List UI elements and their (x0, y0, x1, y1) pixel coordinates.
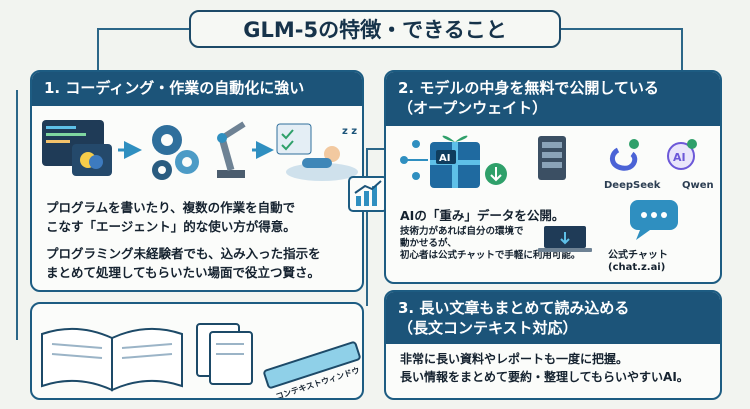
gift-box-icon: AI (430, 135, 480, 188)
feature-card-long-context: 3. 長い文章もまとめて読み込める （長文コンテキスト対応） 非常に長い資料やレ… (384, 290, 722, 400)
sub-line: 動かせるが、 (400, 238, 457, 249)
download-icon (485, 163, 507, 185)
card-heading-subtext: （長文コンテキスト対応） (398, 319, 578, 337)
description-line: まとめて処理してもらいたい場面で役立つ賢さ。 (46, 265, 321, 280)
laptop-icon (538, 226, 592, 252)
open-weight-sub-text: 技術力があれば自分の環境で 動かせるが、 初心者は公式チャットで手軽に利用可能。 (400, 226, 580, 262)
brand-deepseek: DeepSeek (604, 180, 661, 191)
connector-line (97, 28, 99, 70)
deepseek-logo-icon (610, 139, 639, 171)
card-heading: 3. 長い文章もまとめて読み込める （長文コンテキスト対応） (386, 292, 720, 344)
connector-line (681, 28, 683, 70)
card-heading-text: 2. モデルの中身を無料で公開している (398, 79, 659, 97)
description-line: プログラムを書いたり、複数の作業を自動で (46, 200, 296, 215)
connector-line (16, 90, 18, 340)
gift-ai-label: AI (439, 153, 450, 164)
card-heading-text: 1. コーディング・作業の自動化に強い (44, 79, 305, 97)
feature-card-open-weight: 2. モデルの中身を無料で公開している （オープンウェイト） AI (384, 70, 722, 284)
robot-arm-icon (217, 121, 246, 178)
ruler-icon (263, 341, 361, 389)
relaxing-person-icon: z z (286, 126, 358, 181)
card-description: 非常に長い資料やレポートも一度に把握。 長い情報をまとめて要約・整理してもらいや… (400, 350, 689, 386)
brand-qwen: Qwen (682, 180, 714, 191)
qwen-logo-icon: AI (667, 139, 697, 170)
checklist-icon (276, 123, 312, 155)
description-line: プログラミング未経験者でも、込み入った指示を (46, 246, 321, 261)
connector-line (366, 206, 368, 306)
svg-text:z z: z z (342, 126, 357, 137)
gear-icon (152, 125, 199, 180)
sub-line: 技術力があれば自分の環境で (400, 226, 524, 237)
coding-illustration: z z (42, 120, 358, 181)
long-context-illustration (41, 323, 361, 392)
description-line: 非常に長い資料やレポートも一度に把握。 (400, 352, 629, 366)
qwen-logo-text: AI (673, 151, 686, 164)
page-title-text: GLM-5の特徴・できること (243, 18, 507, 42)
card-description: プログラムを書いたり、複数の作業を自動で こなす「エージェント」的な使い方が得意… (46, 198, 296, 236)
card-description-2: プログラミング未経験者でも、込み入った指示を まとめて処理してもらいたい場面で役… (46, 244, 321, 282)
connector-line (97, 28, 189, 30)
server-icon (538, 136, 566, 180)
open-weight-illustration: AI AI (400, 135, 697, 188)
code-window-icon (42, 120, 112, 176)
description-line: こなす「エージェント」的な使い方が得意。 (46, 219, 296, 234)
chat-label: 公式チャット(chat.z.ai) (608, 250, 668, 273)
connector-line (366, 148, 384, 150)
long-context-illustration-card: コンテキストウィンドウ (30, 302, 364, 400)
card-heading-subtext: （オープンウェイト） (398, 99, 548, 117)
documents-icon (196, 323, 253, 385)
description-line: 長い情報をまとめて要約・整理してもらいやすいAI。 (400, 370, 689, 384)
card-heading-text: 3. 長い文章もまとめて読み込める (398, 299, 630, 317)
chart-icon (348, 176, 388, 212)
network-icon (400, 140, 428, 180)
card-heading: 2. モデルの中身を無料で公開している （オープンウェイト） (386, 72, 720, 126)
page-title: GLM-5の特徴・できること (189, 10, 561, 48)
feature-card-coding: 1. コーディング・作業の自動化に強い (30, 70, 364, 292)
sub-line: 初心者は公式チャットで手軽に利用可能。 (400, 250, 581, 261)
open-weight-main-text: AIの「重み」データを公開。 (400, 208, 565, 223)
connector-line (561, 28, 683, 30)
open-book-icon (41, 327, 183, 392)
card-heading: 1. コーディング・作業の自動化に強い (32, 72, 362, 106)
chat-bubble-icon (630, 200, 678, 240)
